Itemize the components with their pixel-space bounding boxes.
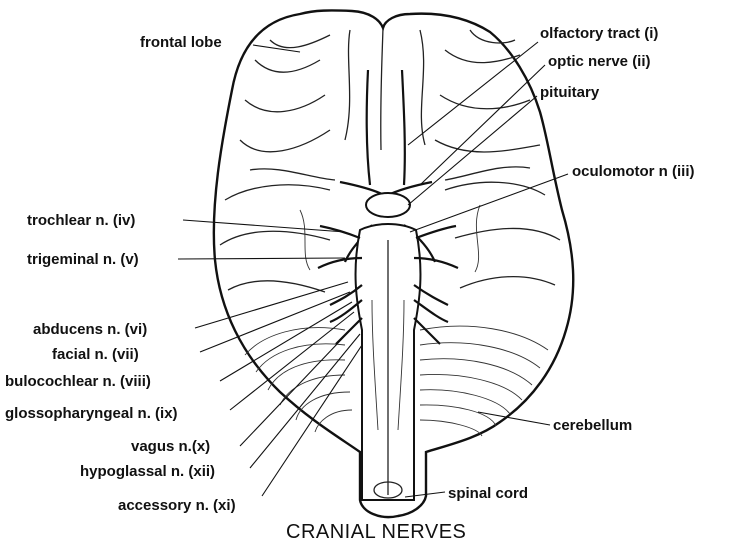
label-olfactory-tract: olfactory tract (i) [540, 25, 658, 42]
label-cerebellum: cerebellum [553, 417, 632, 434]
diagram-title: CRANIAL NERVES [286, 521, 466, 543]
label-glossopharyngeal: glossopharyngeal n. (ix) [5, 405, 178, 422]
label-oculomotor: oculomotor n (iii) [572, 163, 694, 180]
label-trochlear: trochlear n. (iv) [27, 212, 135, 229]
label-spinal-cord: spinal cord [448, 485, 528, 502]
label-hypoglassal: hypoglassal n. (xii) [80, 463, 215, 480]
brain-illustration [214, 10, 573, 517]
label-optic-nerve: optic nerve (ii) [548, 53, 651, 70]
label-accessory: accessory n. (xi) [118, 497, 236, 514]
label-frontal-lobe: frontal lobe [140, 34, 222, 51]
label-pituitary: pituitary [540, 84, 600, 101]
label-trigeminal: trigeminal n. (v) [27, 251, 139, 268]
label-bulocochlear: bulocochlear n. (viii) [5, 373, 151, 390]
label-facial: facial n. (vii) [52, 346, 139, 363]
label-abducens: abducens n. (vi) [33, 321, 147, 338]
label-vagus: vagus n.(x) [131, 438, 210, 455]
